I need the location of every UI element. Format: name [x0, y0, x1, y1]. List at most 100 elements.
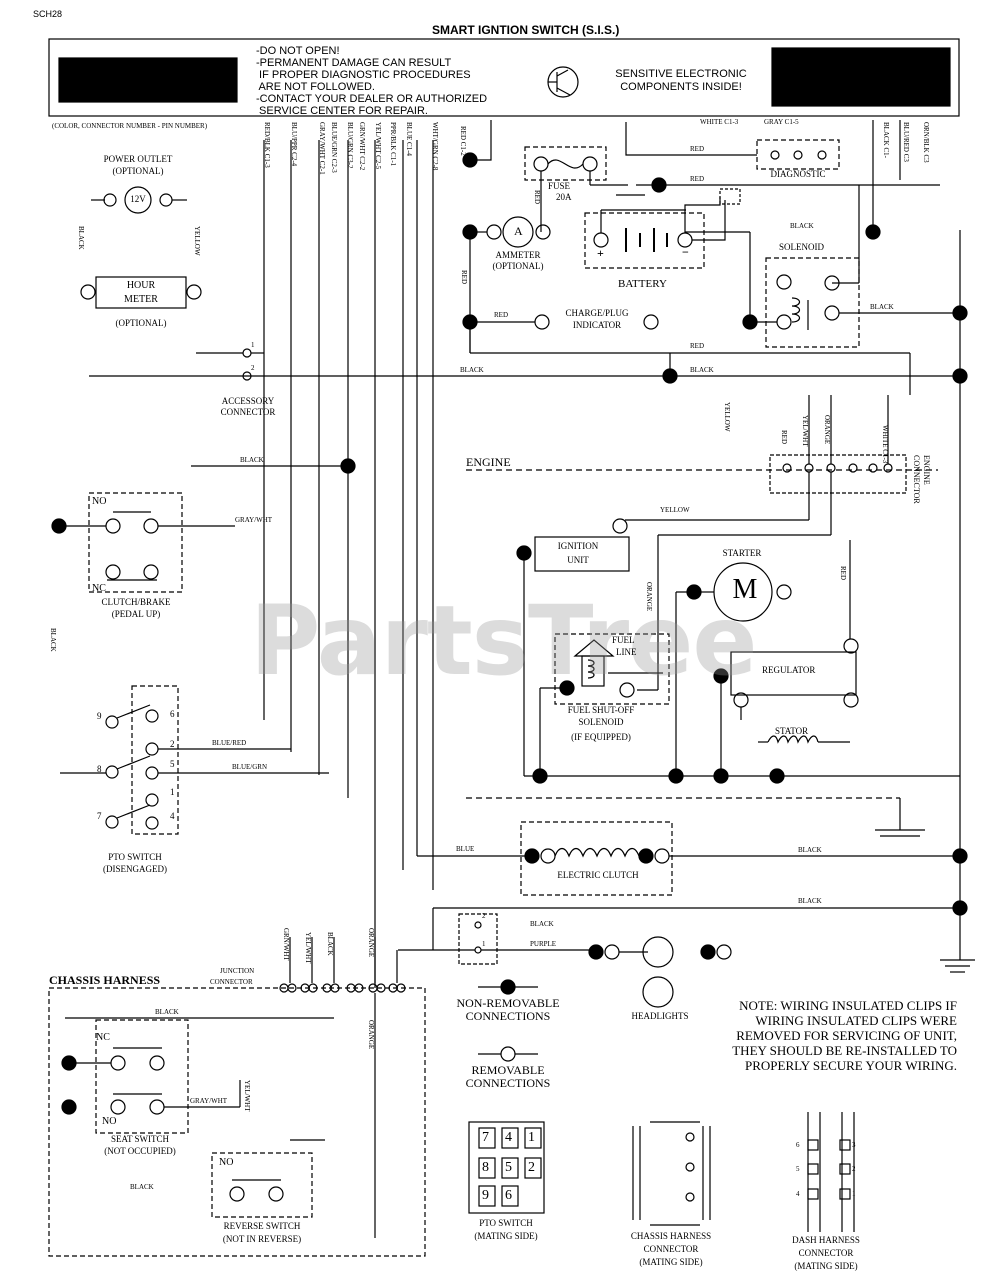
removable-legend-dot: [500, 1046, 516, 1062]
dash-pin: 6: [796, 1141, 800, 1149]
wire-label: BLACK: [49, 628, 57, 652]
power-outlet-symbol: [91, 186, 187, 214]
wire-label: RED: [780, 430, 788, 444]
chassis-conn-label1: CHASSIS HARNESS: [630, 1231, 712, 1241]
chassis-conn-mating: [632, 1121, 711, 1226]
dash-pin: 1: [852, 1190, 856, 1198]
engine-connector-label2: CONNECTOR: [912, 455, 921, 504]
pto-mate-pin: 7: [482, 1130, 489, 1145]
pto-switch-box: [131, 685, 179, 835]
wiring-note: NOTE: WIRING INSULATED CLIPS IF WIRING I…: [732, 998, 957, 1073]
wire-label: BLACK: [798, 846, 822, 854]
wire-label: WHT/GRN C2-8: [431, 122, 439, 171]
wire-label: BLACK: [870, 303, 894, 311]
wire-label: GRN/WHT: [282, 928, 290, 961]
clutch-label1: CLUTCH/BRAKE: [101, 597, 171, 607]
wire-label: GRAY/WHT: [190, 1097, 228, 1105]
wire-label: BLU/PPR C2-4: [290, 122, 298, 167]
wire-label: BLACK: [326, 932, 334, 956]
wire-label: YEL/WHT: [304, 932, 312, 964]
battery-minus: −: [682, 245, 689, 259]
clutch-no-label: NO: [92, 496, 107, 507]
wire-label: BLU/GRN C3-2: [346, 122, 354, 169]
chassis-conn-label2: CONNECTOR: [643, 1244, 699, 1254]
junction-label1: JUNCTION: [220, 967, 255, 975]
wire-label: YELLOW: [660, 506, 690, 514]
dash-conn-label2: CONNECTOR: [798, 1248, 854, 1258]
wire-label: BLUE C1-4: [405, 122, 413, 157]
accessory-label1: ACCESSORY: [221, 396, 275, 406]
sis-display-left: [58, 57, 238, 103]
fuel-solenoid-label1: FUEL SHUT-OFF: [567, 705, 635, 715]
wire-label: YELLOW: [193, 226, 201, 256]
transistor-icon: [547, 66, 579, 98]
ignition-unit-box: [534, 536, 630, 572]
charge-label1: CHARGE/PLUG: [565, 308, 629, 318]
regulator-label: REGULATOR: [762, 665, 816, 675]
clutch-nc-label: NC: [92, 583, 106, 594]
wire-label: ORN/BLK C3: [922, 122, 930, 163]
charge-label2: INDICATOR: [572, 320, 622, 330]
pto-label2: (DISENGAGED): [103, 864, 167, 874]
ammeter-symbol-text: A: [514, 224, 523, 238]
fuel-solenoid-label3: (IF EQUIPPED): [571, 732, 631, 742]
headlight-lower: [642, 976, 674, 1008]
relay-pin: 1: [482, 940, 486, 948]
sis-header-box: [48, 38, 960, 117]
fuel-label2: LINE: [616, 647, 637, 657]
relay-pin: 2: [482, 912, 486, 920]
stator-label: STATOR: [775, 726, 809, 736]
wire-label: BLACK: [790, 222, 814, 230]
pto-mating-label1: PTO SWITCH: [479, 1218, 533, 1228]
removable-label1: REMOVABLE: [471, 1063, 545, 1077]
wire-label: BLACK C1-: [882, 122, 890, 158]
power-outlet-label: POWER OUTLET: [103, 154, 173, 164]
wire-label: YEL/WHT C2-5: [374, 122, 382, 170]
ammeter-label1: AMMETER: [495, 250, 541, 260]
wire-label: BLACK: [155, 1008, 179, 1016]
pto-mate-pin: 4: [505, 1130, 512, 1145]
regulator-box: [730, 651, 857, 696]
engine-connector-label: ENGINE: [922, 455, 931, 485]
wire-label: BLUE/GRN: [232, 763, 267, 771]
wire-label: BLACK: [460, 366, 484, 374]
wire-label: BLACK: [798, 897, 822, 905]
pin-number: 2: [251, 364, 255, 372]
wire-label: RED: [533, 190, 541, 204]
wire-label: BLACK: [240, 456, 264, 464]
page-code: SCH28: [33, 9, 63, 19]
legend-key: (COLOR, CONNECTOR NUMBER - PIN NUMBER): [52, 122, 208, 130]
reverse-no-label: NO: [219, 1157, 234, 1168]
pto-pin: 6: [170, 709, 175, 719]
reverse-switch-label2: (NOT IN REVERSE): [222, 1234, 302, 1244]
engine-label: ENGINE: [466, 455, 511, 469]
wire-label: RED/BLK C1-3: [263, 122, 271, 168]
fuse-label: FUSE: [548, 181, 571, 191]
wire-blk: [625, 122, 757, 156]
hour-meter-label1: HOUR: [126, 280, 156, 291]
ammeter-symbol: [502, 216, 534, 248]
junction-connector-pins: [279, 983, 406, 993]
junction-dot: [462, 152, 478, 168]
wire-label: GRN/WHT C2-2: [358, 122, 366, 171]
sensitive-line1: SENSITIVE ELECTRONIC: [615, 68, 747, 80]
pto-mate-pin: 8: [482, 1160, 489, 1175]
wire-label: RED: [690, 175, 704, 183]
fuse-box: [524, 146, 607, 181]
wire-label: PURPLE: [530, 940, 557, 948]
wire-label: BLACK: [690, 366, 714, 374]
pto-label1: PTO SWITCH: [108, 852, 162, 862]
fuel-solenoid-label2: SOLENOID: [578, 717, 624, 727]
electric-clutch-box: [520, 821, 673, 896]
wire-label: RED: [494, 311, 508, 319]
dash-pin: 2: [852, 1165, 856, 1173]
fuse-rating: 20A: [556, 192, 572, 202]
wire-label: GRAY/WHT: [235, 516, 273, 524]
diagnostic-label: DIAGNOSTIC: [770, 169, 826, 179]
non-removable-label1: NON-REMOVABLE: [456, 996, 560, 1010]
wire-label: GRAY/WHT C2-1: [318, 122, 326, 175]
fuel-solenoid-box: [554, 633, 670, 705]
battery-plus: +: [597, 246, 604, 260]
seat-no-label: NO: [102, 1116, 117, 1127]
